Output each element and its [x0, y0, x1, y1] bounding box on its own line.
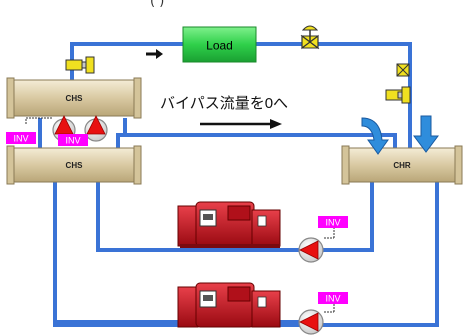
inv-box-chiller-2: INV: [318, 292, 348, 313]
down-arrow-icon: [413, 115, 439, 153]
turn-arrow-icon: [361, 117, 389, 155]
flow-meter-icon: [385, 86, 411, 104]
load-block: Load: [182, 26, 257, 63]
cutoff-header-text: ( ): [150, 0, 164, 9]
inv-pump-left-label: INV: [13, 134, 28, 144]
bypass-arrow-icon: [200, 119, 282, 129]
chiller-unit-1: [177, 201, 281, 248]
chs-bottom-header: CHS: [6, 145, 142, 185]
inv-box-pump-right: INV: [58, 134, 88, 146]
inv-chiller-1-label: INV: [325, 218, 340, 228]
chs-top-header: CHS: [6, 77, 142, 119]
load-label: Load: [206, 39, 233, 53]
chr-header: CHR: [341, 145, 463, 185]
inv-chiller-2-label: INV: [325, 294, 340, 304]
chiller-unit-2: [177, 282, 281, 328]
chs-top-label: CHS: [66, 94, 84, 103]
bypass-caption: バイパス流量を0へ: [160, 95, 288, 112]
inv-box-chiller-1: INV: [318, 216, 348, 239]
inv-box-pump-left: INV: [6, 117, 52, 144]
inv-pump-right-label: INV: [65, 136, 80, 146]
chr-label: CHR: [393, 161, 411, 170]
bypass-valve-icon: [396, 63, 410, 77]
flow-meter-icon: [65, 56, 95, 74]
chiller-pump-2: [298, 309, 324, 335]
header-connector-pipes: [38, 118, 127, 150]
control-valve-icon: [300, 25, 320, 50]
primary-pump-right: [84, 115, 108, 142]
flow-arrow-icon: [146, 49, 163, 59]
chs-bottom-label: CHS: [66, 161, 84, 170]
chiller-pump-1: [298, 237, 324, 263]
